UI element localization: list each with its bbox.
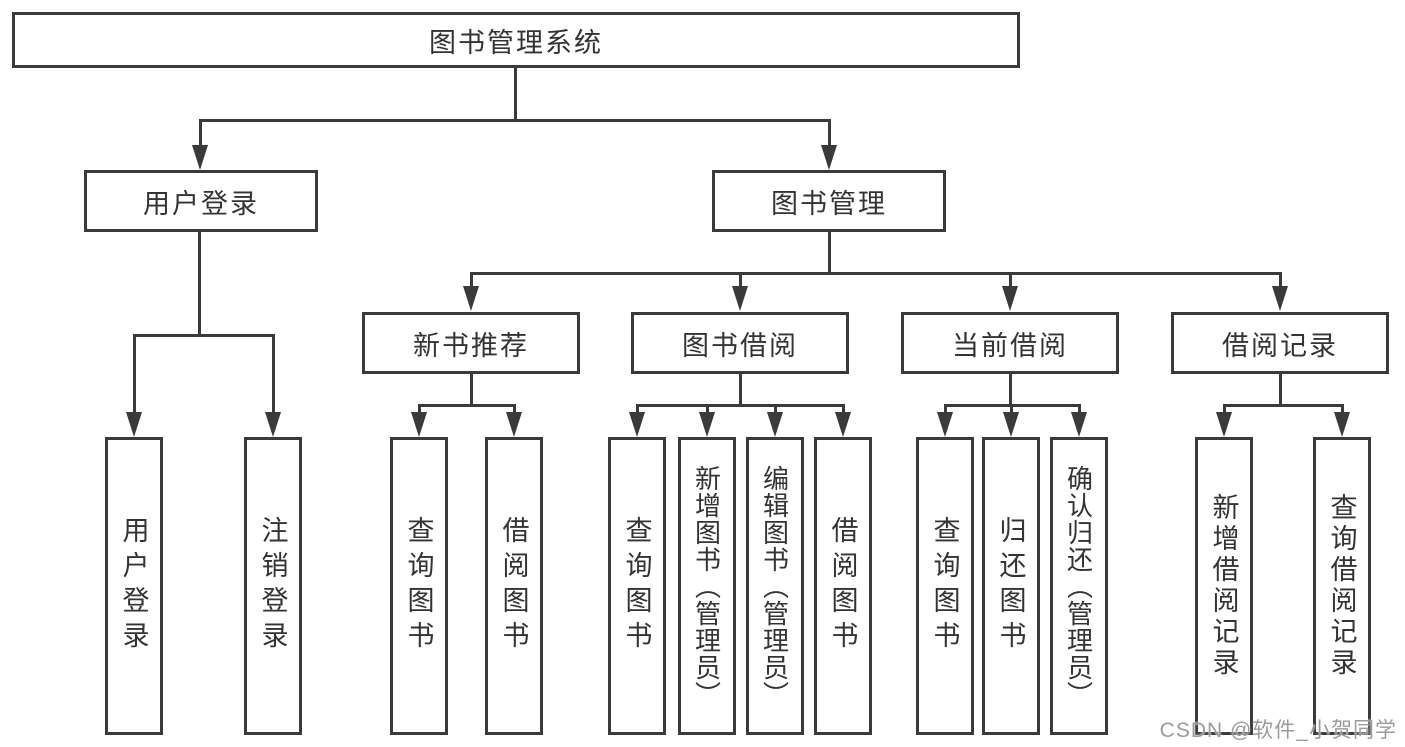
leaf-bb-query-book-label: 查询图书 xyxy=(621,516,652,656)
csdn-watermark: CSDN @软件_小贺同学 xyxy=(1159,719,1397,742)
connector-drop-br-query xyxy=(1341,404,1344,414)
node-borrow-records: 借阅记录 xyxy=(1171,312,1389,374)
arrow-down-icon xyxy=(1216,412,1232,437)
connector-records-rail xyxy=(1224,404,1344,407)
connector-login-stem xyxy=(198,232,201,337)
leaf-br-add-record-label: 新增借阅记录 xyxy=(1208,493,1239,679)
leaf-bb-edit-book-admin: 编辑图书（管理员） xyxy=(746,437,804,735)
arrow-down-icon xyxy=(192,145,208,170)
leaf-cb-query-book: 查询图书 xyxy=(916,437,974,735)
leaf-cb-query-book-label: 查询图书 xyxy=(929,516,960,656)
leaf-cb-confirm-return-admin-label: 确认归还（管理员） xyxy=(1063,464,1094,708)
leaf-cb-confirm-return-admin: 确认归还（管理员） xyxy=(1050,437,1108,735)
connector-newbook-rail xyxy=(419,404,516,407)
connector-login-rail xyxy=(133,334,275,337)
leaf-br-query-record-label: 查询借阅记录 xyxy=(1326,493,1357,679)
connector-mgmt-rail xyxy=(470,272,1281,275)
connector-drop-cb-confirm xyxy=(1078,404,1081,414)
node-book-management-label: 图书管理 xyxy=(771,188,887,219)
leaf-logout-label: 注销登录 xyxy=(257,516,288,656)
arrow-down-icon xyxy=(126,412,142,437)
connector-drop-br-add xyxy=(1223,404,1226,414)
leaf-cb-return-book: 归还图书 xyxy=(982,437,1040,735)
node-new-book-recommend: 新书推荐 xyxy=(362,312,580,374)
arrow-down-icon xyxy=(937,412,953,437)
connector-records-stem xyxy=(1279,374,1282,407)
leaf-nb-query-book: 查询图书 xyxy=(390,437,448,735)
leaf-nb-query-book-label: 查询图书 xyxy=(403,516,434,656)
leaf-nb-borrow-book-label: 借阅图书 xyxy=(498,516,529,656)
node-user-login-label: 用户登录 xyxy=(143,188,259,219)
leaf-bb-edit-book-admin-label: 编辑图书（管理员） xyxy=(759,464,790,708)
connector-root-rail xyxy=(199,119,831,122)
arrow-down-icon xyxy=(732,286,748,311)
connector-drop-bb-add xyxy=(706,404,709,414)
leaf-user-login-label: 用户登录 xyxy=(118,516,149,656)
connector-drop-nb-borrow xyxy=(513,404,516,414)
connector-current-rail xyxy=(945,404,1081,407)
connector-drop-logout xyxy=(272,334,275,412)
connector-current-stem xyxy=(1009,374,1012,407)
leaf-br-query-record: 查询借阅记录 xyxy=(1313,437,1371,735)
node-book-borrow-label: 图书借阅 xyxy=(682,330,798,361)
leaf-cb-return-book-label: 归还图书 xyxy=(995,516,1026,656)
arrow-down-icon xyxy=(629,412,645,437)
connector-borrow-stem xyxy=(739,374,742,407)
connector-drop-cb-query xyxy=(944,404,947,414)
leaf-nb-borrow-book: 借阅图书 xyxy=(485,437,543,735)
arrow-down-icon xyxy=(265,412,281,437)
arrow-down-icon xyxy=(1003,412,1019,437)
node-borrow-records-label: 借阅记录 xyxy=(1222,330,1338,361)
node-current-borrow-label: 当前借阅 xyxy=(952,330,1068,361)
node-root: 图书管理系统 xyxy=(12,12,1020,68)
connector-drop-borrow xyxy=(739,272,742,287)
connector-drop-mgmt xyxy=(828,119,831,148)
connector-drop-newbook xyxy=(470,272,473,287)
connector-drop-bb-query xyxy=(636,404,639,414)
leaf-bb-add-book-admin: 新增图书（管理员） xyxy=(678,437,736,735)
connector-drop-records xyxy=(1279,272,1282,287)
node-root-label: 图书管理系统 xyxy=(429,27,603,58)
leaf-bb-borrow-book-label: 借阅图书 xyxy=(827,516,858,656)
arrow-down-icon xyxy=(1002,286,1018,311)
connector-drop-bb-borrow xyxy=(842,404,845,414)
node-book-management: 图书管理 xyxy=(712,170,946,232)
arrow-down-icon xyxy=(821,145,837,170)
connector-borrow-rail xyxy=(637,404,845,407)
leaf-bb-borrow-book: 借阅图书 xyxy=(814,437,872,735)
connector-drop-cb-return xyxy=(1010,404,1013,414)
connector-drop-nb-query xyxy=(418,404,421,414)
connector-drop-bb-edit xyxy=(774,404,777,414)
arrow-down-icon xyxy=(1071,412,1087,437)
leaf-bb-add-book-admin-label: 新增图书（管理员） xyxy=(691,464,722,708)
connector-drop-user-login xyxy=(133,334,136,412)
connector-newbook-stem xyxy=(470,374,473,407)
node-book-borrow: 图书借阅 xyxy=(631,312,849,374)
node-new-book-recommend-label: 新书推荐 xyxy=(413,330,529,361)
node-user-login: 用户登录 xyxy=(84,170,318,232)
connector-root-stem xyxy=(514,68,517,122)
arrow-down-icon xyxy=(463,286,479,311)
leaf-bb-query-book: 查询图书 xyxy=(608,437,666,735)
node-current-borrow: 当前借阅 xyxy=(901,312,1119,374)
arrow-down-icon xyxy=(835,412,851,437)
leaf-br-add-record: 新增借阅记录 xyxy=(1195,437,1253,735)
connector-drop-login xyxy=(199,119,202,148)
arrow-down-icon xyxy=(1272,286,1288,311)
arrow-down-icon xyxy=(767,412,783,437)
arrow-down-icon xyxy=(1334,412,1350,437)
arrow-down-icon xyxy=(411,412,427,437)
leaf-logout: 注销登录 xyxy=(244,437,302,735)
connector-mgmt-stem xyxy=(828,232,831,275)
leaf-user-login: 用户登录 xyxy=(105,437,163,735)
arrow-down-icon xyxy=(699,412,715,437)
connector-drop-current xyxy=(1009,272,1012,287)
arrow-down-icon xyxy=(506,412,522,437)
